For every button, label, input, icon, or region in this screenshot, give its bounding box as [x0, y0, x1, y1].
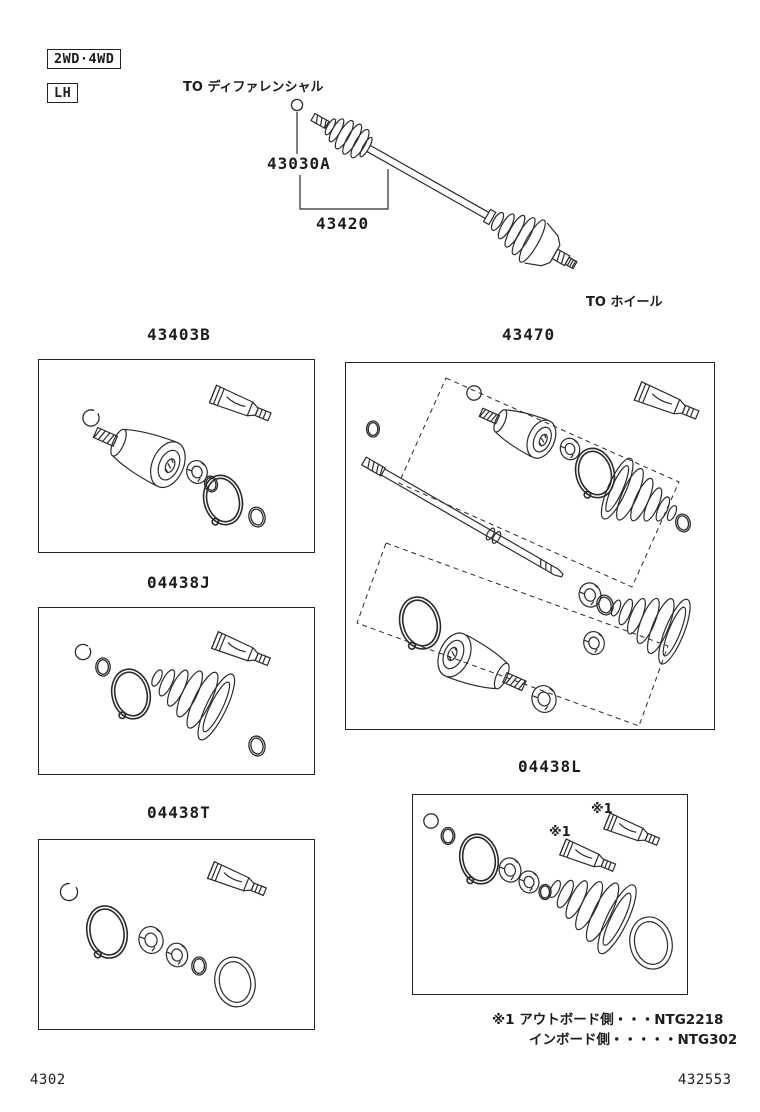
- drive-type-badge: 2WD·4WD: [47, 49, 122, 69]
- small-clamp-icon: [673, 511, 693, 535]
- boot-clamp-icon: [454, 829, 504, 889]
- kit-43403b-drawing: [79, 384, 274, 530]
- snap-ring-icon: [420, 810, 442, 832]
- small-clamp-icon: [191, 956, 207, 976]
- cv-joint-icon: [430, 627, 534, 708]
- small-clamp-icon: [594, 592, 616, 618]
- ring-icon: [624, 912, 678, 974]
- grease-tube-icon: [207, 861, 269, 901]
- washer-icon: [135, 923, 167, 957]
- boot-clamp-icon: [81, 901, 133, 963]
- grease-tube-icon: [211, 631, 273, 671]
- lh-badge: LH: [47, 83, 79, 103]
- dashed-group-outline: [357, 543, 668, 726]
- ring-icon: [209, 952, 261, 1012]
- snap-ring-icon: [56, 879, 82, 905]
- kit-label-43470: 43470: [502, 325, 556, 344]
- boot-icon: [534, 852, 644, 959]
- cv-joint-icon: [472, 393, 563, 464]
- small-clamp-icon: [366, 420, 380, 438]
- kit-label-04438j: 04438J: [147, 573, 211, 592]
- washer-icon: [163, 940, 191, 970]
- kit-04438j-drawing: [71, 631, 273, 759]
- kit-label-43403b: 43403B: [147, 325, 211, 344]
- ref1-marker: ※1: [549, 825, 571, 840]
- small-clamp-icon: [95, 657, 111, 677]
- note-line-2: インボード側・・・・・NTG302: [529, 1032, 738, 1048]
- drive-shaft-assembly-drawing: [288, 96, 615, 300]
- to-wheel-label: TO ホイール: [586, 295, 663, 310]
- axle-shaft-icon: [301, 96, 587, 286]
- small-clamp-icon: [246, 504, 268, 530]
- cv-joint-icon: [85, 409, 193, 494]
- ref1-marker: ※1: [591, 802, 613, 817]
- page-number: 4302: [30, 1072, 66, 1088]
- snap-ring-icon: [71, 640, 95, 664]
- boot-clamp-icon: [393, 591, 447, 655]
- boot-icon: [136, 643, 242, 745]
- kit-43470-drawing: [346, 363, 702, 728]
- grease-tube-icon: [633, 381, 702, 425]
- kit-box-43403b: [38, 359, 315, 553]
- note-line-1: ※1 アウトボード側・・・NTG2218: [492, 1012, 724, 1028]
- snap-ring-icon: [463, 382, 485, 404]
- kit-label-04438l: 04438L: [518, 757, 582, 776]
- grease-tube-icon: [603, 812, 662, 851]
- dashed-group-outline: [399, 378, 679, 587]
- grease-tube-icon: [208, 384, 274, 427]
- snap-ring-icon: [79, 406, 103, 430]
- boot-icon: [598, 573, 697, 668]
- grease-tube-icon: [559, 838, 618, 877]
- bracket-43420: [300, 169, 388, 209]
- kit-box-04438j: [38, 607, 315, 775]
- to-differential-label: TO ディファレンシャル: [183, 80, 324, 95]
- snap-ring-icon: [288, 96, 306, 114]
- boot-clamp-icon: [106, 664, 156, 724]
- kit-box-43470: [345, 362, 715, 730]
- kit-box-04438t: [38, 839, 315, 1030]
- part-label-43030a: 43030A: [267, 154, 331, 173]
- kit-box-04438l: [412, 794, 688, 995]
- kit-label-04438t: 04438T: [147, 803, 211, 822]
- figure-number: 432553: [678, 1072, 732, 1088]
- axle-shaft-icon: [361, 455, 566, 581]
- washer-icon: [580, 628, 608, 658]
- small-clamp-icon: [246, 733, 268, 759]
- small-clamp-icon: [440, 826, 456, 846]
- kit-04438t-drawing: [56, 861, 269, 1012]
- part-label-43420: 43420: [316, 214, 370, 233]
